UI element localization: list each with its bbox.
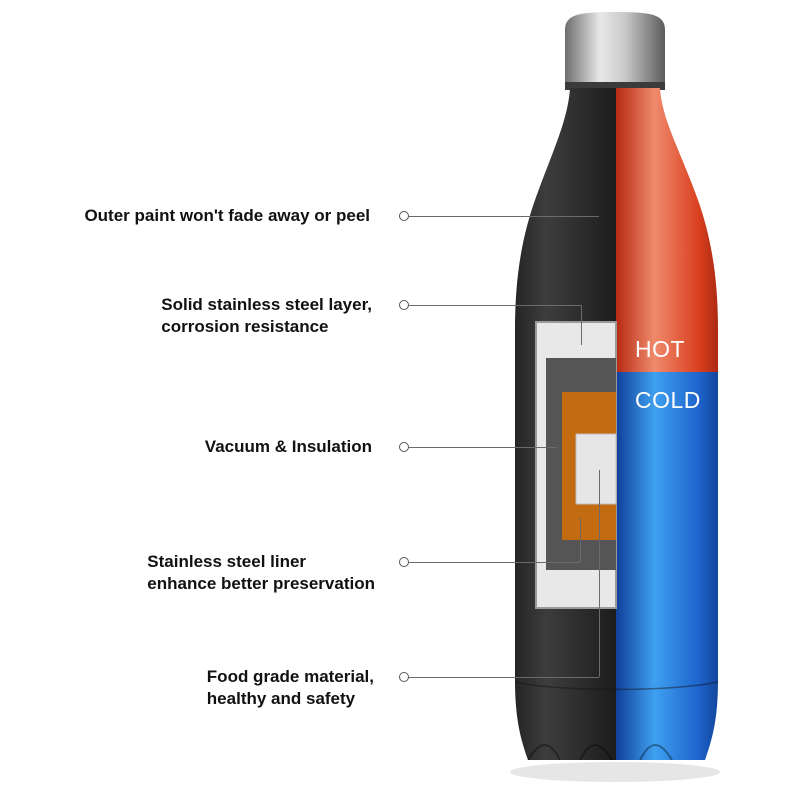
feature-steel-layer: Solid stainless steel layer, corrosion r… xyxy=(161,294,372,338)
feature-liner-line-1: Stainless steel liner xyxy=(147,552,307,571)
leader-line xyxy=(599,470,600,677)
bottle-cap xyxy=(565,12,665,86)
leader-line xyxy=(409,305,581,306)
callout-point xyxy=(399,442,409,452)
feature-outer-paint: Outer paint won't fade away or peel xyxy=(84,205,370,227)
feature-liner: Stainless steel liner enhance better pre… xyxy=(147,551,375,595)
feature-vacuum-line-1: Vacuum & Insulation xyxy=(204,437,372,456)
feature-food-grade-line-2: healthy and safety xyxy=(206,689,356,708)
leader-line xyxy=(409,216,599,217)
feature-food-grade: Food grade material, healthy and safety xyxy=(207,666,374,710)
callout-point xyxy=(399,672,409,682)
feature-steel-layer-line-1: Solid stainless steel layer, xyxy=(161,295,372,314)
hot-label: HOT xyxy=(635,336,686,362)
inner-liner xyxy=(575,433,617,505)
feature-liner-line-2: enhance better preservation xyxy=(147,574,375,593)
feature-food-grade-line-1: Food grade material, xyxy=(206,667,374,686)
callout-point xyxy=(399,211,409,221)
callout-point xyxy=(399,300,409,310)
feature-vacuum: Vacuum & Insulation xyxy=(205,436,372,458)
leader-line xyxy=(409,562,580,563)
leader-line xyxy=(581,305,582,345)
leader-line xyxy=(409,447,557,448)
feature-steel-layer-line-2: corrosion resistance xyxy=(161,317,329,336)
feature-outer-paint-line-1: Outer paint won't fade away or peel xyxy=(84,206,370,225)
leader-line xyxy=(580,518,581,562)
bottle-hot-section xyxy=(616,88,718,372)
callout-point xyxy=(399,557,409,567)
cold-label: COLD xyxy=(635,387,701,413)
bottle-cold-section xyxy=(616,372,718,760)
leader-line xyxy=(409,677,599,678)
